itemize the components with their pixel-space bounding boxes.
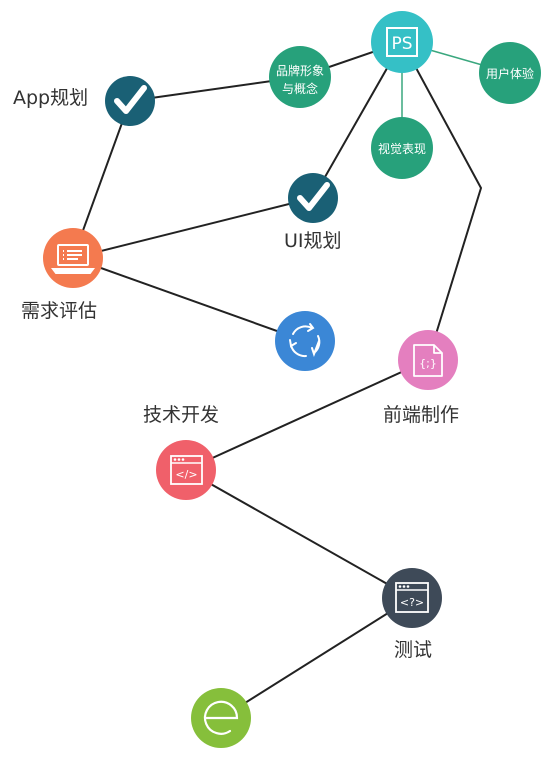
visual-node: 视觉表现 bbox=[371, 117, 433, 179]
connector-test-finish bbox=[220, 597, 413, 719]
check-icon bbox=[297, 182, 330, 211]
user-experience-node: 用户体验 bbox=[479, 42, 541, 104]
brand-node: 品牌形象 与概念 bbox=[269, 46, 331, 108]
frontend-icon-text: {;} bbox=[419, 357, 437, 370]
brand-label-line1: 品牌形象 bbox=[276, 64, 324, 78]
brand-label-line2: 与概念 bbox=[282, 81, 318, 96]
frontend-label: 前端制作 bbox=[383, 404, 460, 426]
tech-dev-label: 技术开发 bbox=[143, 404, 220, 426]
testing-icon-text: <?> bbox=[400, 596, 424, 609]
user-experience-label: 用户体验 bbox=[486, 66, 534, 81]
e-icon bbox=[203, 700, 239, 735]
app-plan-label: App规划 bbox=[13, 87, 89, 109]
testing-node: <?> bbox=[382, 568, 442, 628]
check-icon bbox=[114, 85, 147, 114]
tech-dev-icon-text: </> bbox=[175, 468, 197, 481]
browser-question-icon bbox=[395, 582, 429, 613]
connector-req-ui bbox=[72, 197, 314, 259]
connector-ps-frontend bbox=[401, 41, 483, 361]
connector-frontend-dev bbox=[185, 359, 429, 471]
document-code-icon bbox=[413, 344, 443, 377]
visual-label: 视觉表现 bbox=[378, 141, 426, 156]
connector-dev-test bbox=[185, 469, 413, 599]
frontend-node: {;} bbox=[398, 330, 458, 390]
browser-code-icon bbox=[170, 455, 203, 485]
finish-node bbox=[191, 688, 251, 748]
refresh-node[interactable] bbox=[275, 311, 335, 371]
ps-icon bbox=[386, 27, 418, 57]
testing-label: 测试 bbox=[394, 639, 433, 661]
requirement-eval-label: 需求评估 bbox=[21, 300, 98, 322]
app-plan-node bbox=[105, 76, 155, 126]
laptop-icon bbox=[51, 244, 95, 274]
connector-req-refresh bbox=[72, 257, 306, 342]
ui-plan-label: UI规划 bbox=[284, 230, 342, 252]
tech-dev-node: </> bbox=[156, 440, 216, 500]
ui-plan-node bbox=[288, 173, 338, 223]
ps-node: PS bbox=[371, 11, 433, 73]
ps-label: PS bbox=[391, 34, 412, 54]
refresh-icon bbox=[289, 323, 321, 358]
requirement-eval-node bbox=[43, 228, 103, 288]
